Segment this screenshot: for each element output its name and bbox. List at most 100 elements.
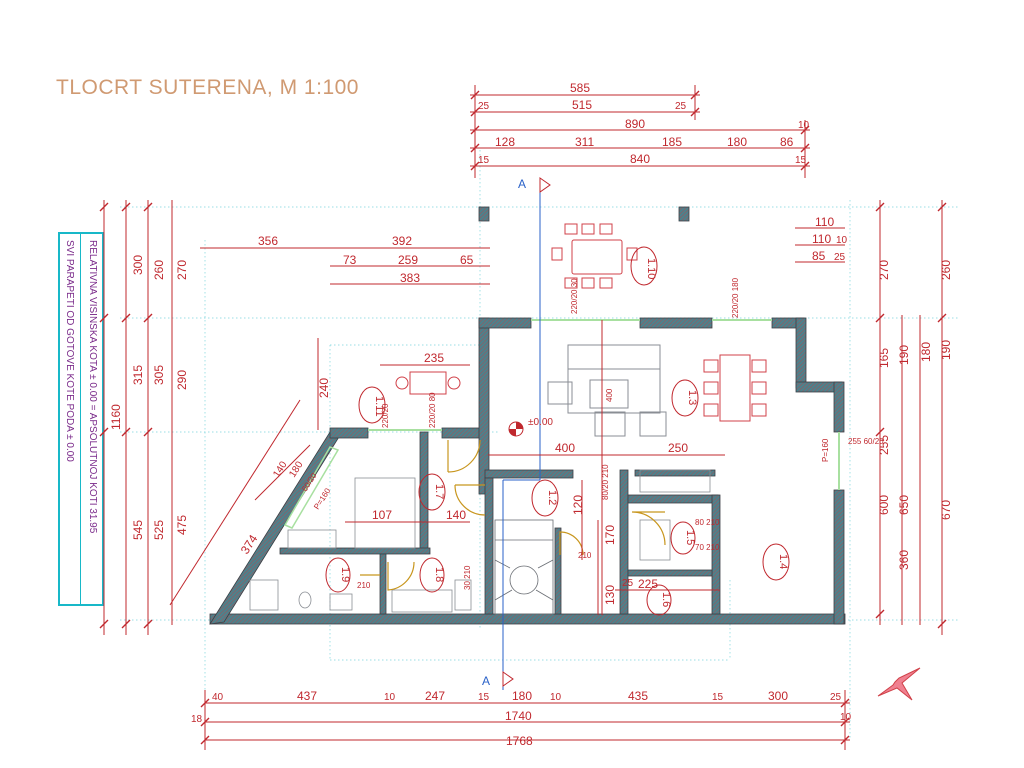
dim-bot-10a: 10	[384, 692, 396, 703]
room-1-5: 1.5	[684, 530, 696, 545]
opening-14: 70 210	[695, 543, 720, 552]
dim-bot-1740: 1740	[505, 709, 532, 723]
dim-290: 290	[175, 370, 189, 390]
dimension-lines	[103, 85, 943, 750]
dim-top-890: 890	[625, 117, 645, 131]
room-1-2: 1.2	[546, 490, 558, 505]
dim-bot-25: 25	[830, 692, 842, 703]
opening-7: 255 60/20	[848, 437, 884, 446]
plan-title: TLOCRT SUTERENA, M 1:100	[56, 76, 359, 99]
dim-bot-15b: 15	[712, 692, 724, 703]
room-1-6: 1.6	[660, 592, 672, 607]
dim-270: 270	[175, 260, 189, 280]
room-1-8: 1.8	[433, 567, 445, 582]
dim-383: 383	[400, 271, 420, 285]
opening-13: 80 210	[695, 518, 720, 527]
dim-r260: 260	[939, 260, 953, 280]
dim-bot-18: 18	[191, 714, 203, 725]
dim-475: 475	[175, 515, 189, 535]
fixtures	[249, 469, 711, 613]
staircase	[494, 519, 554, 615]
room-1-4: 1.4	[777, 554, 789, 569]
opening-15: 30 210	[463, 565, 472, 590]
dim-65: 65	[460, 253, 474, 267]
room-1-11: 1.11	[373, 396, 385, 417]
dim-400: 400	[555, 441, 575, 455]
dim-top-515: 515	[572, 98, 592, 112]
dim-bot-180: 180	[512, 689, 532, 703]
dim-top-585: 585	[570, 81, 590, 95]
dim-r650: 650	[897, 495, 911, 515]
room-1-9: 1.9	[339, 567, 351, 582]
walls	[209, 206, 846, 625]
level-mark: ±0.00	[528, 417, 553, 428]
dim-110a: 110	[815, 215, 834, 229]
section-line	[502, 177, 551, 690]
room-1-7: 1.7	[433, 484, 445, 499]
note-divider	[80, 232, 81, 606]
dim-bot-40: 40	[212, 692, 224, 703]
dim-392: 392	[392, 234, 412, 248]
dim-315: 315	[131, 365, 145, 385]
dim-110b: 110	[812, 232, 831, 246]
dim-240: 240	[317, 378, 331, 398]
dimension-labels: 585 25 515 25 890 10 128 311 185 180 86 …	[191, 81, 852, 748]
dim-top-25b: 25	[675, 101, 687, 112]
dim-140: 140	[446, 508, 466, 522]
dim-top-180: 180	[727, 135, 747, 149]
dim-r360: 360	[897, 550, 911, 570]
doors	[360, 439, 666, 591]
dim-259: 259	[398, 253, 418, 267]
opening-3: 220/20	[381, 403, 390, 428]
dim-107: 107	[372, 508, 392, 522]
dim-1160: 1160	[109, 404, 123, 430]
dim-bot-247: 247	[425, 689, 445, 703]
dim-225: 225	[638, 577, 658, 591]
room-labels: 1.10 1.11 1.3 1.7 1.2 1.5 1.9 1.8 1.4 1.…	[339, 258, 789, 607]
dim-top-128: 128	[495, 135, 515, 149]
dim-85: 85	[812, 249, 826, 263]
opening-4: 220/20 80	[428, 392, 437, 428]
room-1-10: 1.10	[645, 258, 657, 279]
dim-top-15a: 15	[478, 155, 490, 166]
dim-top-15b: 15	[795, 155, 807, 166]
room-tags	[325, 246, 790, 616]
dim-top-86: 86	[780, 135, 794, 149]
room-1-3: 1.3	[686, 390, 698, 405]
dim-top-10: 10	[798, 120, 810, 131]
dim-top-311: 311	[575, 135, 594, 149]
dim-25-rt: 25	[834, 252, 846, 263]
dim-305: 305	[152, 365, 166, 385]
furniture	[395, 223, 767, 437]
dim-525: 525	[152, 520, 166, 540]
dim-bot-15: 15	[478, 692, 490, 703]
dim-73: 73	[343, 253, 357, 267]
opening-11: 210	[578, 551, 592, 560]
dim-r270: 270	[877, 260, 891, 280]
dim-r190b: 190	[939, 340, 953, 360]
dim-250: 250	[668, 441, 688, 455]
dim-356: 356	[258, 234, 278, 248]
dim-r255: 255	[877, 435, 891, 455]
dim-r670: 670	[939, 500, 953, 520]
dim-545: 545	[131, 520, 145, 540]
section-marker-top: A	[518, 177, 526, 191]
dim-r180: 180	[919, 342, 933, 362]
opening-12: 210	[357, 581, 371, 590]
note-box	[58, 232, 104, 606]
dim-10-rt: 10	[836, 235, 848, 246]
dim-300: 300	[131, 255, 145, 275]
compass-icon	[877, 667, 921, 701]
opening-2: 220/20 180	[731, 277, 740, 318]
dim-bot-300: 300	[768, 689, 788, 703]
dim-120: 120	[571, 495, 585, 515]
dim-bot-10c: 10	[840, 712, 852, 723]
dim-260: 260	[152, 260, 166, 280]
opening-5: P=160	[821, 438, 830, 462]
dim-r600: 600	[877, 495, 891, 515]
windows	[283, 319, 840, 529]
vertical-dimension-labels: 1160 300 315 545 260 305 525 270 290 475…	[109, 255, 953, 605]
dim-25-small: 25	[622, 578, 634, 589]
section-marker-bottom: A	[482, 674, 490, 688]
